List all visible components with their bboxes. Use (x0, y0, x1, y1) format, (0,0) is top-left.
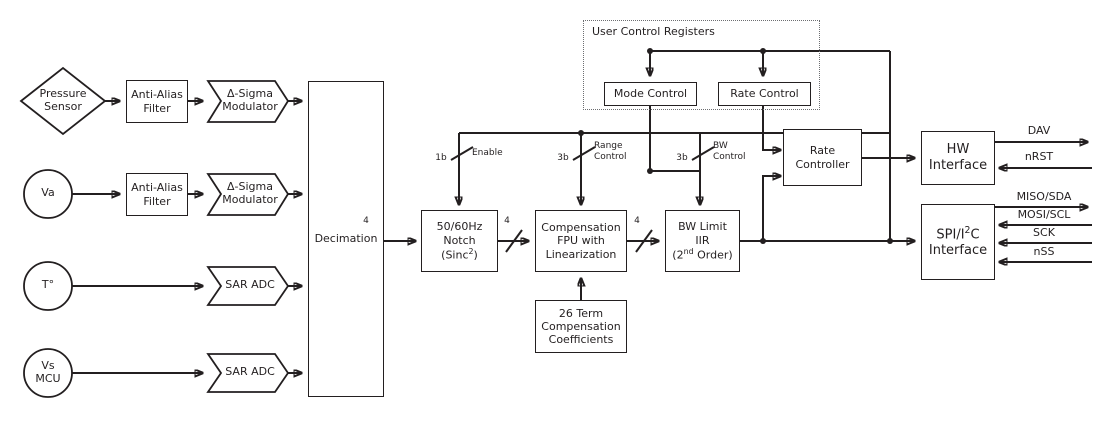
sar-adc-1-label: SAR ADC (225, 278, 275, 291)
junction-dot (578, 130, 584, 136)
compensation-fpu-block: Compensation FPU with Linearization (535, 210, 627, 272)
miso-sda-signal-label: MISO/SDA (1016, 190, 1072, 203)
nrst-signal-label: nRST (1024, 150, 1054, 163)
temp-source-label: T° (41, 278, 55, 291)
sar-adc-2-label: SAR ADC (225, 365, 275, 378)
sar-adc-2-shape (206, 353, 290, 393)
bus-width-notch-out: 4 (504, 216, 510, 226)
notch-filter-block: 50/60Hz Notch (Sinc2) (421, 210, 498, 272)
mode-control-register: Mode Control (604, 82, 697, 106)
rate-control-register: Rate Control (718, 82, 811, 106)
delta-sigma-modulator-2-shape (206, 173, 290, 216)
spi-i2c-interface-block: SPI/I2C Interface (921, 204, 995, 280)
range-control-bits: 3b (557, 153, 569, 163)
va-source-circle (23, 169, 73, 219)
nss-signal-label: nSS (1033, 245, 1055, 258)
pressure-sensor-diamond (19, 66, 107, 136)
delta-sigma-modulator-1-shape (206, 80, 290, 123)
sar-adc-1-shape (206, 266, 290, 306)
sck-signal-label: SCK (1033, 226, 1055, 239)
junction-dot (647, 168, 653, 174)
va-source-label: Va (41, 186, 55, 199)
bus-width-decimation-out: 4 (363, 216, 369, 226)
user-control-registers-group (583, 20, 820, 110)
vs-mcu-source-circle (23, 348, 73, 398)
junction-dot (760, 48, 766, 54)
decimation-block: Decimation (308, 81, 384, 397)
bus-width-compensation-out: 4 (634, 216, 640, 226)
mosi-scl-signal-label: MOSI/SCL (1017, 208, 1071, 221)
enable-control-bits: 1b (435, 153, 447, 163)
user-control-registers-title: User Control Registers (592, 25, 715, 38)
junction-dot (647, 48, 653, 54)
enable-control-label: Enable (472, 148, 503, 158)
junction-dot (887, 238, 893, 244)
bw-limit-iir-block: BW Limit IIR (2nd Order) (665, 210, 740, 272)
dav-signal-label: DAV (1027, 124, 1051, 137)
temp-source-circle (23, 261, 73, 311)
compensation-coefficients-block: 26 Term Compensation Coefficients (535, 300, 627, 353)
junction-dot (760, 238, 766, 244)
bw-control-bits: 3b (676, 153, 688, 163)
